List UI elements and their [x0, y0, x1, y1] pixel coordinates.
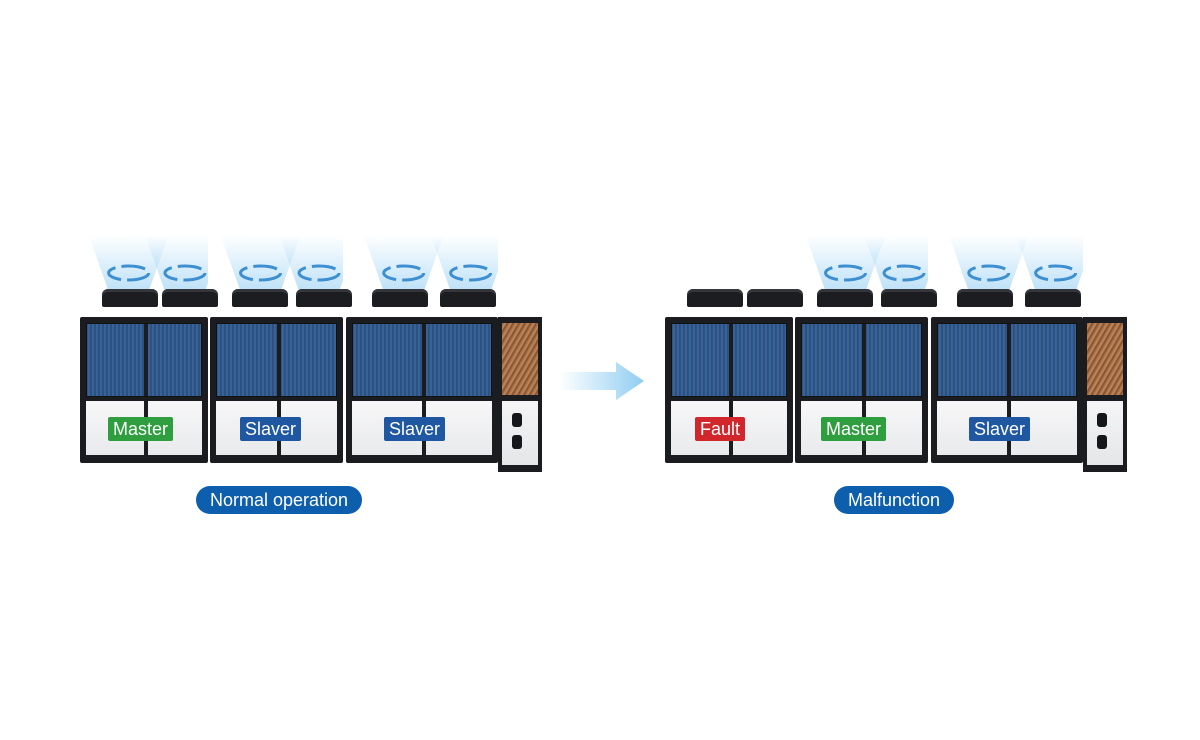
airflow-cone — [144, 235, 208, 297]
coil-panel — [352, 323, 492, 397]
role-tag: Fault — [695, 417, 746, 441]
unit-side-panel — [498, 317, 542, 472]
fan-icon — [747, 289, 803, 307]
coil-panel — [671, 323, 787, 397]
unit-cabinet — [665, 317, 793, 463]
unit-side-panel — [1083, 317, 1127, 472]
fan-icon — [232, 289, 288, 307]
swirl-arrow — [239, 264, 283, 282]
fan-icon — [296, 289, 352, 307]
fan-icon — [957, 289, 1013, 307]
swirl-arrow — [824, 264, 868, 282]
swirl-arrow — [967, 264, 1011, 282]
airflow-icon — [220, 235, 343, 297]
role-tag: Slaver — [384, 417, 446, 441]
unit-cabinet — [80, 317, 208, 463]
unit-cabinet — [210, 317, 343, 463]
swirl-arrow — [1034, 264, 1078, 282]
swirl-arrow — [382, 264, 426, 282]
unit-cabinet — [931, 317, 1083, 463]
heat-pump-unit-3: Slaver — [346, 235, 498, 485]
airflow-icon — [948, 235, 1083, 297]
fan-icon — [440, 289, 496, 307]
airflow-cone — [279, 235, 343, 297]
fan-icon — [881, 289, 937, 307]
swirl-arrow — [449, 264, 493, 282]
heat-pump-unit-1: Master — [80, 235, 218, 485]
unit-cabinet — [346, 317, 498, 463]
airflow-cone — [864, 235, 928, 297]
caption-normal-operation: Normal operation — [196, 486, 363, 514]
heat-pump-unit-2: Master — [795, 235, 937, 485]
coil-panel — [801, 323, 922, 397]
fan-icon — [102, 289, 158, 307]
arrow-right-icon — [560, 362, 644, 400]
swirl-arrow — [882, 264, 926, 282]
fan-icon — [817, 289, 873, 307]
swirl-arrow — [163, 264, 207, 282]
coil-panel — [86, 323, 202, 397]
fan-icon — [687, 289, 743, 307]
malfunction-group: Fault Master Slaver — [665, 235, 1131, 485]
fan-icon — [162, 289, 218, 307]
normal-operation-group: Master Slaver Slaver — [80, 235, 546, 485]
heat-pump-unit-3: Slaver — [931, 235, 1083, 485]
swirl-arrow — [107, 264, 151, 282]
heat-pump-unit-2: Slaver — [210, 235, 352, 485]
fan-icon — [372, 289, 428, 307]
coil-panel — [216, 323, 337, 397]
heat-pump-unit-1: Fault — [665, 235, 803, 485]
role-tag: Master — [821, 417, 887, 441]
airflow-icon — [363, 235, 498, 297]
unit-cabinet — [795, 317, 928, 463]
airflow-icon — [805, 235, 928, 297]
fan-icon — [1025, 289, 1081, 307]
caption-malfunction: Malfunction — [834, 486, 955, 514]
role-tag: Slaver — [969, 417, 1031, 441]
role-tag: Master — [108, 417, 174, 441]
airflow-icon — [88, 235, 208, 297]
swirl-arrow — [297, 264, 341, 282]
coil-panel — [937, 323, 1077, 397]
role-tag: Slaver — [240, 417, 302, 441]
